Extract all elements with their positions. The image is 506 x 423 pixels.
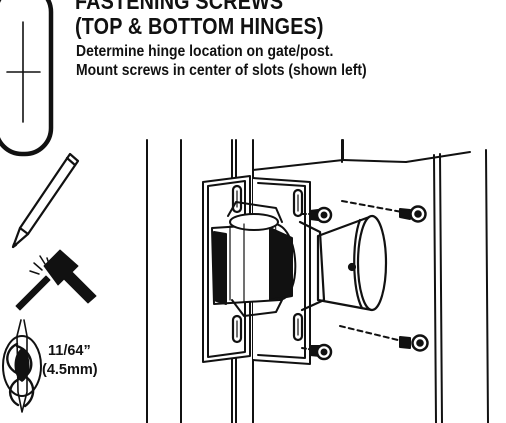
drill-bit-icon (2, 319, 42, 413)
drill-size-metric: (4.5mm) (42, 362, 98, 378)
heading-line-2: (TOP & BOTTOM HINGES) (75, 13, 324, 39)
drill-size-fraction: 11/64” (48, 343, 91, 359)
instruction-line-2: Mount screws in center of slots (shown l… (76, 62, 367, 79)
hinge-knuckle (211, 201, 297, 317)
screw-bottom-right (339, 325, 429, 352)
spring-cylinder (298, 214, 388, 312)
pencil-icon (11, 152, 80, 249)
slot-icon (0, 0, 54, 157)
screw-top-right (341, 200, 427, 223)
screw-bottom-left (301, 343, 333, 361)
screw-top-left (301, 206, 333, 224)
instruction-line-1: Determine hinge location on gate/post. (76, 43, 334, 60)
screws (301, 200, 429, 361)
hammer-icon (15, 249, 97, 311)
heading-line-1: FASTENING SCREWS (75, 0, 284, 14)
